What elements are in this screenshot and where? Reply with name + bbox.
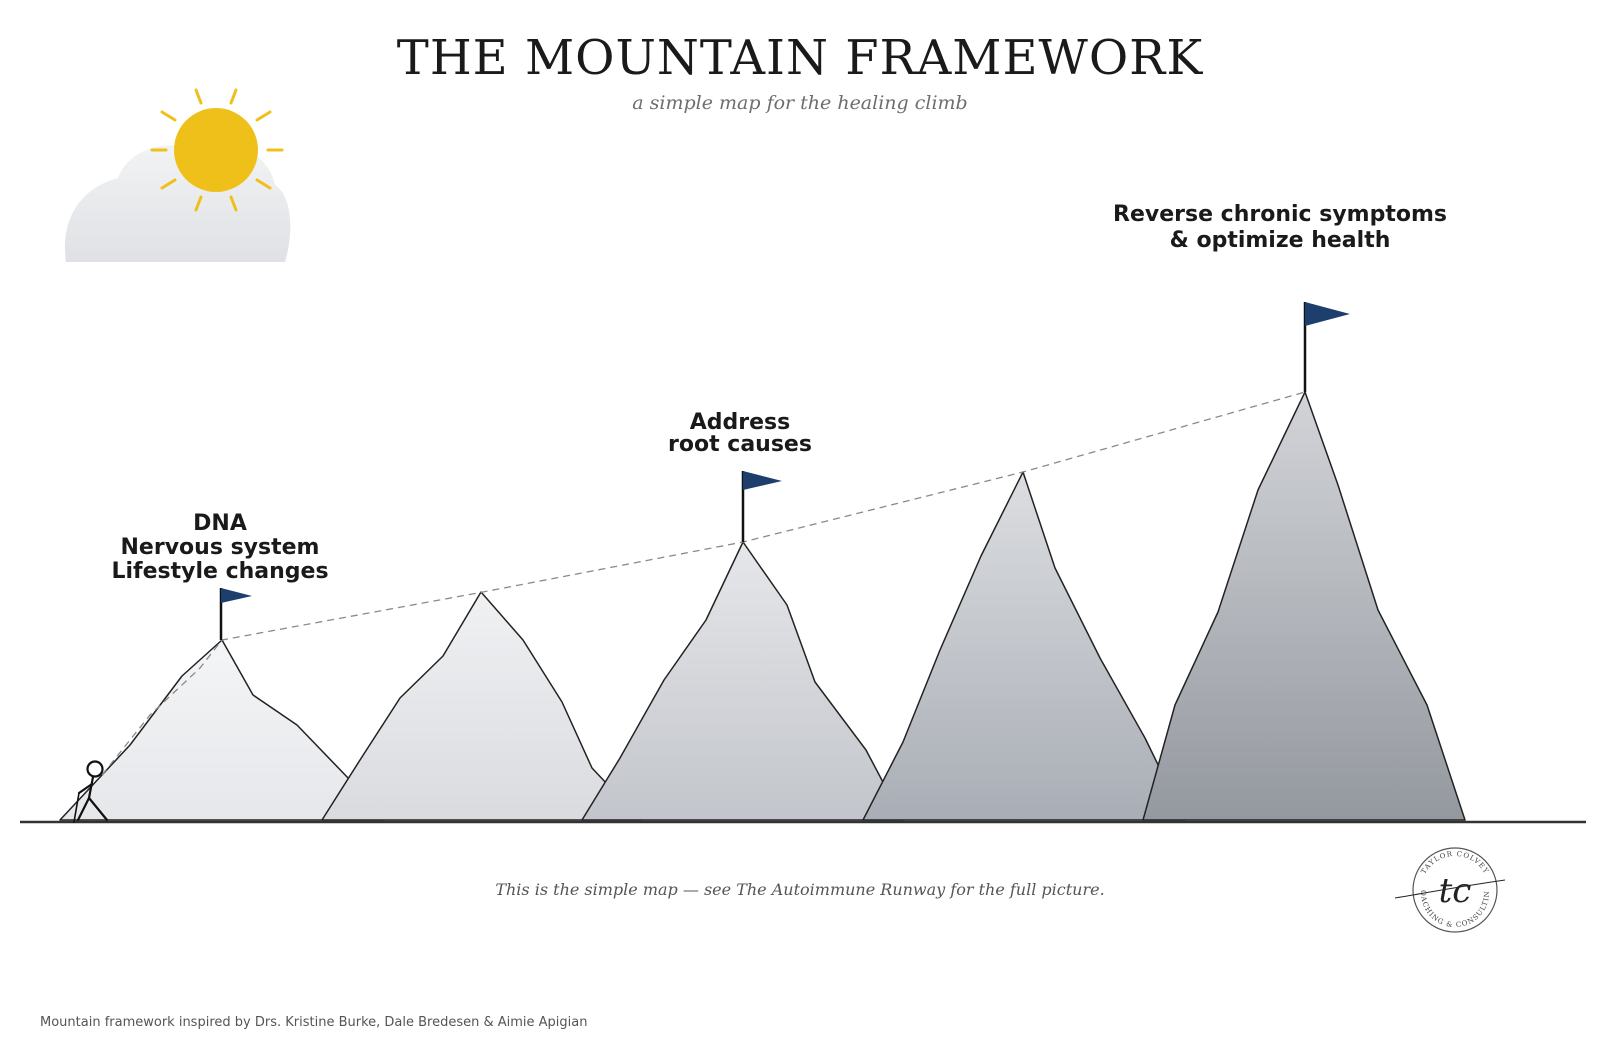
sun-icon	[150, 88, 284, 212]
mountain-5	[1142, 391, 1466, 821]
mountain-4	[862, 471, 1186, 821]
milestone-label-1: DNA Nervous system Lifestyle changes	[111, 511, 329, 585]
flag-icon	[219, 588, 252, 640]
flag-icon	[741, 471, 782, 542]
milestone-label-3: Reverse chronic symptoms & optimize heal…	[1113, 202, 1447, 254]
hiker-icon	[73, 760, 109, 823]
mountain-2	[321, 591, 642, 821]
map-caption: This is the simple map — see The Autoimm…	[495, 880, 1105, 899]
milestone-label-2: Address root causes	[668, 410, 812, 457]
credit-footnote: Mountain framework inspired by Drs. Kris…	[40, 1015, 588, 1030]
dashed-trail	[101, 391, 1306, 776]
page-subtitle: a simple map for the healing climb	[632, 92, 968, 114]
svg-text:tc: tc	[1439, 871, 1472, 911]
mountain-3	[581, 541, 904, 821]
mountain-1	[59, 639, 384, 821]
flag-icon	[1303, 302, 1350, 392]
page-title: THE MOUNTAIN FRAMEWORK	[396, 30, 1204, 86]
